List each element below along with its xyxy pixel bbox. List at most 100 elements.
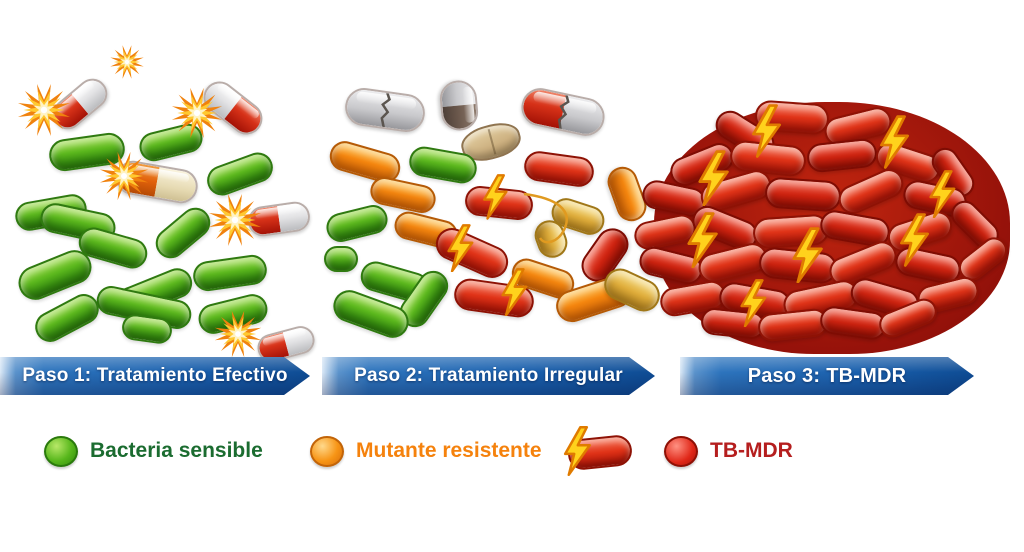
explosion-burst-icon: [213, 309, 263, 359]
orange-sphere-icon: [310, 435, 344, 467]
capsule-left-half: [345, 87, 388, 127]
bacteria-rod-orange: [603, 162, 651, 226]
step3-banner-label: Paso 3:: [747, 364, 821, 387]
capsule-crack: [553, 94, 574, 130]
bacteria-rod-red: [825, 236, 901, 290]
green-sphere-icon: [44, 435, 78, 467]
bacteria-rod-green: [13, 191, 89, 233]
bacteria-rod-red2: [764, 175, 842, 213]
bacteria-rod-red: [875, 294, 941, 342]
lightning-capsule-icon: [558, 425, 633, 477]
bacteria-rod-green: [323, 201, 391, 245]
capsule-gloss: [54, 80, 96, 117]
pill-capsule: [197, 75, 269, 141]
capsule-gloss: [126, 163, 191, 184]
capsule-right-half: [224, 96, 267, 139]
capsule-gloss: [215, 82, 261, 121]
bacteria-rod-green: [149, 201, 217, 265]
lightning-bolt-icon: [691, 149, 733, 207]
capsule-left-half: [248, 206, 281, 236]
bacteria-rod-red: [756, 307, 830, 343]
bacteria-rod-red2: [926, 142, 980, 202]
capsule-right-half: [277, 202, 310, 232]
step1-banner-label: Paso 1: Tratamiento Efectivo: [22, 365, 288, 386]
capsule-left-half: [440, 80, 476, 107]
bacteria-rod-red: [884, 207, 956, 255]
pill-capsule-broken: [517, 84, 609, 140]
bacteria-rod-orange: [508, 254, 578, 302]
bacteria-rod-red: [430, 222, 514, 284]
capsule-gloss: [262, 327, 307, 347]
bacteria-rod-red: [780, 277, 862, 323]
bacteria-rod-red: [728, 138, 808, 178]
step1-banner: Paso 1: Tratamiento Efectivo: [0, 357, 310, 395]
lightning-bolt-icon: [734, 278, 770, 328]
step2-banner-label: Paso 2: Tratamiento Irregular: [354, 365, 623, 386]
legend-label-tb-mdr: TB-MDR: [710, 439, 793, 462]
bacteria-rod-yellow: [598, 263, 666, 317]
bacteria-rod-red: [953, 232, 1013, 286]
capsule-left-half: [520, 87, 567, 129]
bacteria-rod-orange: [326, 137, 404, 187]
pill-capsule-broken: [342, 85, 428, 135]
pill-tablet: [457, 117, 525, 167]
bacteria-rod-red2: [687, 201, 763, 255]
bacteria-rod-green: [94, 282, 194, 332]
bacteria-rod-green: [29, 288, 105, 348]
bacteria-rod-green: [357, 257, 433, 307]
step3-banner-bold: TB-MDR: [826, 364, 907, 387]
bacteria-rod-green: [393, 265, 455, 333]
bacteria-rod-red: [914, 273, 982, 317]
bacteria-rod-green: [136, 120, 206, 164]
bacteria-rod-red2: [805, 136, 879, 174]
bacteria-rod-green: [47, 130, 127, 174]
bacteria-rod-green: [109, 263, 197, 323]
capsule-left-half: [115, 160, 160, 197]
lightning-bolt-icon: [477, 174, 511, 220]
bacteria-rod-green: [37, 200, 119, 246]
capsule-right-half: [282, 325, 316, 356]
capsule-gloss: [532, 90, 598, 115]
lightning-bolt-icon: [785, 226, 827, 284]
capsule-right-half: [154, 167, 199, 204]
lightning-bolt-icon: [563, 425, 591, 477]
capsule-crack: [376, 92, 395, 128]
bacteria-rod-red: [821, 103, 895, 149]
bacteria-rod-red2: [818, 304, 888, 342]
bacteria-rod-green: [324, 246, 358, 272]
bacteria-rod-red2: [945, 194, 1005, 254]
pill-capsule: [46, 72, 114, 136]
bacteria-rod-red2: [716, 279, 794, 323]
legend-label-mutante-resistente: Mutante resistente: [356, 439, 542, 462]
bacteria-rod-red: [657, 277, 729, 319]
bacteria-rod-yellow: [547, 193, 609, 239]
bacteria-pile-shadow: [654, 102, 1010, 354]
bacteria-rod-red2: [892, 243, 964, 287]
bacteria-rod-red: [452, 276, 536, 320]
bacteria-rod-green: [75, 223, 151, 273]
legend-item-bacteria-sensible: Bacteria sensible: [44, 434, 263, 468]
bacteria-rod-red2: [847, 274, 923, 322]
capsule-gloss: [254, 204, 302, 219]
bacteria-rod-red2: [710, 104, 780, 164]
bacteria-rod-red: [522, 149, 596, 189]
explosion-burst-icon: [170, 86, 224, 140]
lightning-bolt-icon: [873, 115, 913, 169]
bacteria-rod-yellow: [530, 216, 572, 262]
pill-capsule: [246, 199, 312, 239]
bacteria-rod-red: [463, 184, 535, 222]
bacteria-rod-green: [406, 144, 480, 186]
explosion-burst-icon: [98, 150, 150, 202]
bacteria-rod-red2: [900, 177, 970, 219]
lightning-bolt-icon: [893, 213, 933, 267]
capsule-right-half: [71, 75, 111, 114]
bacteria-rod-red2: [757, 245, 839, 285]
bacteria-rod-green: [13, 245, 97, 305]
legend-label-bacteria-sensible: Bacteria sensible: [90, 439, 263, 462]
capsule-right-half: [442, 103, 478, 130]
lightning-bolt-icon: [923, 169, 959, 219]
bacteria-rod-green: [195, 290, 271, 338]
bacteria-rod-green: [328, 285, 414, 343]
explosion-burst-icon: [16, 82, 72, 138]
